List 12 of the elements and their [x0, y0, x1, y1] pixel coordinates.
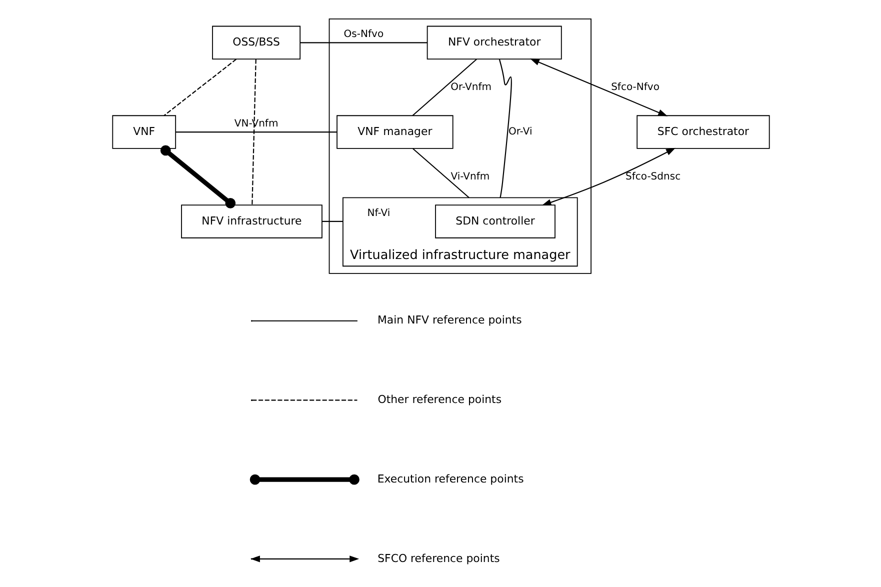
edge-label: Vi-Vnfm	[450, 171, 490, 182]
edge-label: Or-Vi	[508, 126, 532, 138]
edge-label: Sfco-Nfvo	[610, 82, 659, 93]
edge-label: VN-Vnfm	[234, 118, 278, 130]
legend-label: Other reference points	[377, 393, 502, 406]
edge-label: Sfco-Sdnsc	[625, 171, 680, 182]
edge-label: Or-Vnfm	[450, 82, 492, 93]
legend-label: Execution reference points	[376, 472, 524, 486]
edge-label: Nf-Vi	[366, 208, 390, 219]
edge-label: Os-Nfvo	[343, 29, 384, 40]
legend-label: Main NFV reference points	[377, 314, 522, 327]
legend-label: SFCO reference points	[377, 552, 500, 565]
